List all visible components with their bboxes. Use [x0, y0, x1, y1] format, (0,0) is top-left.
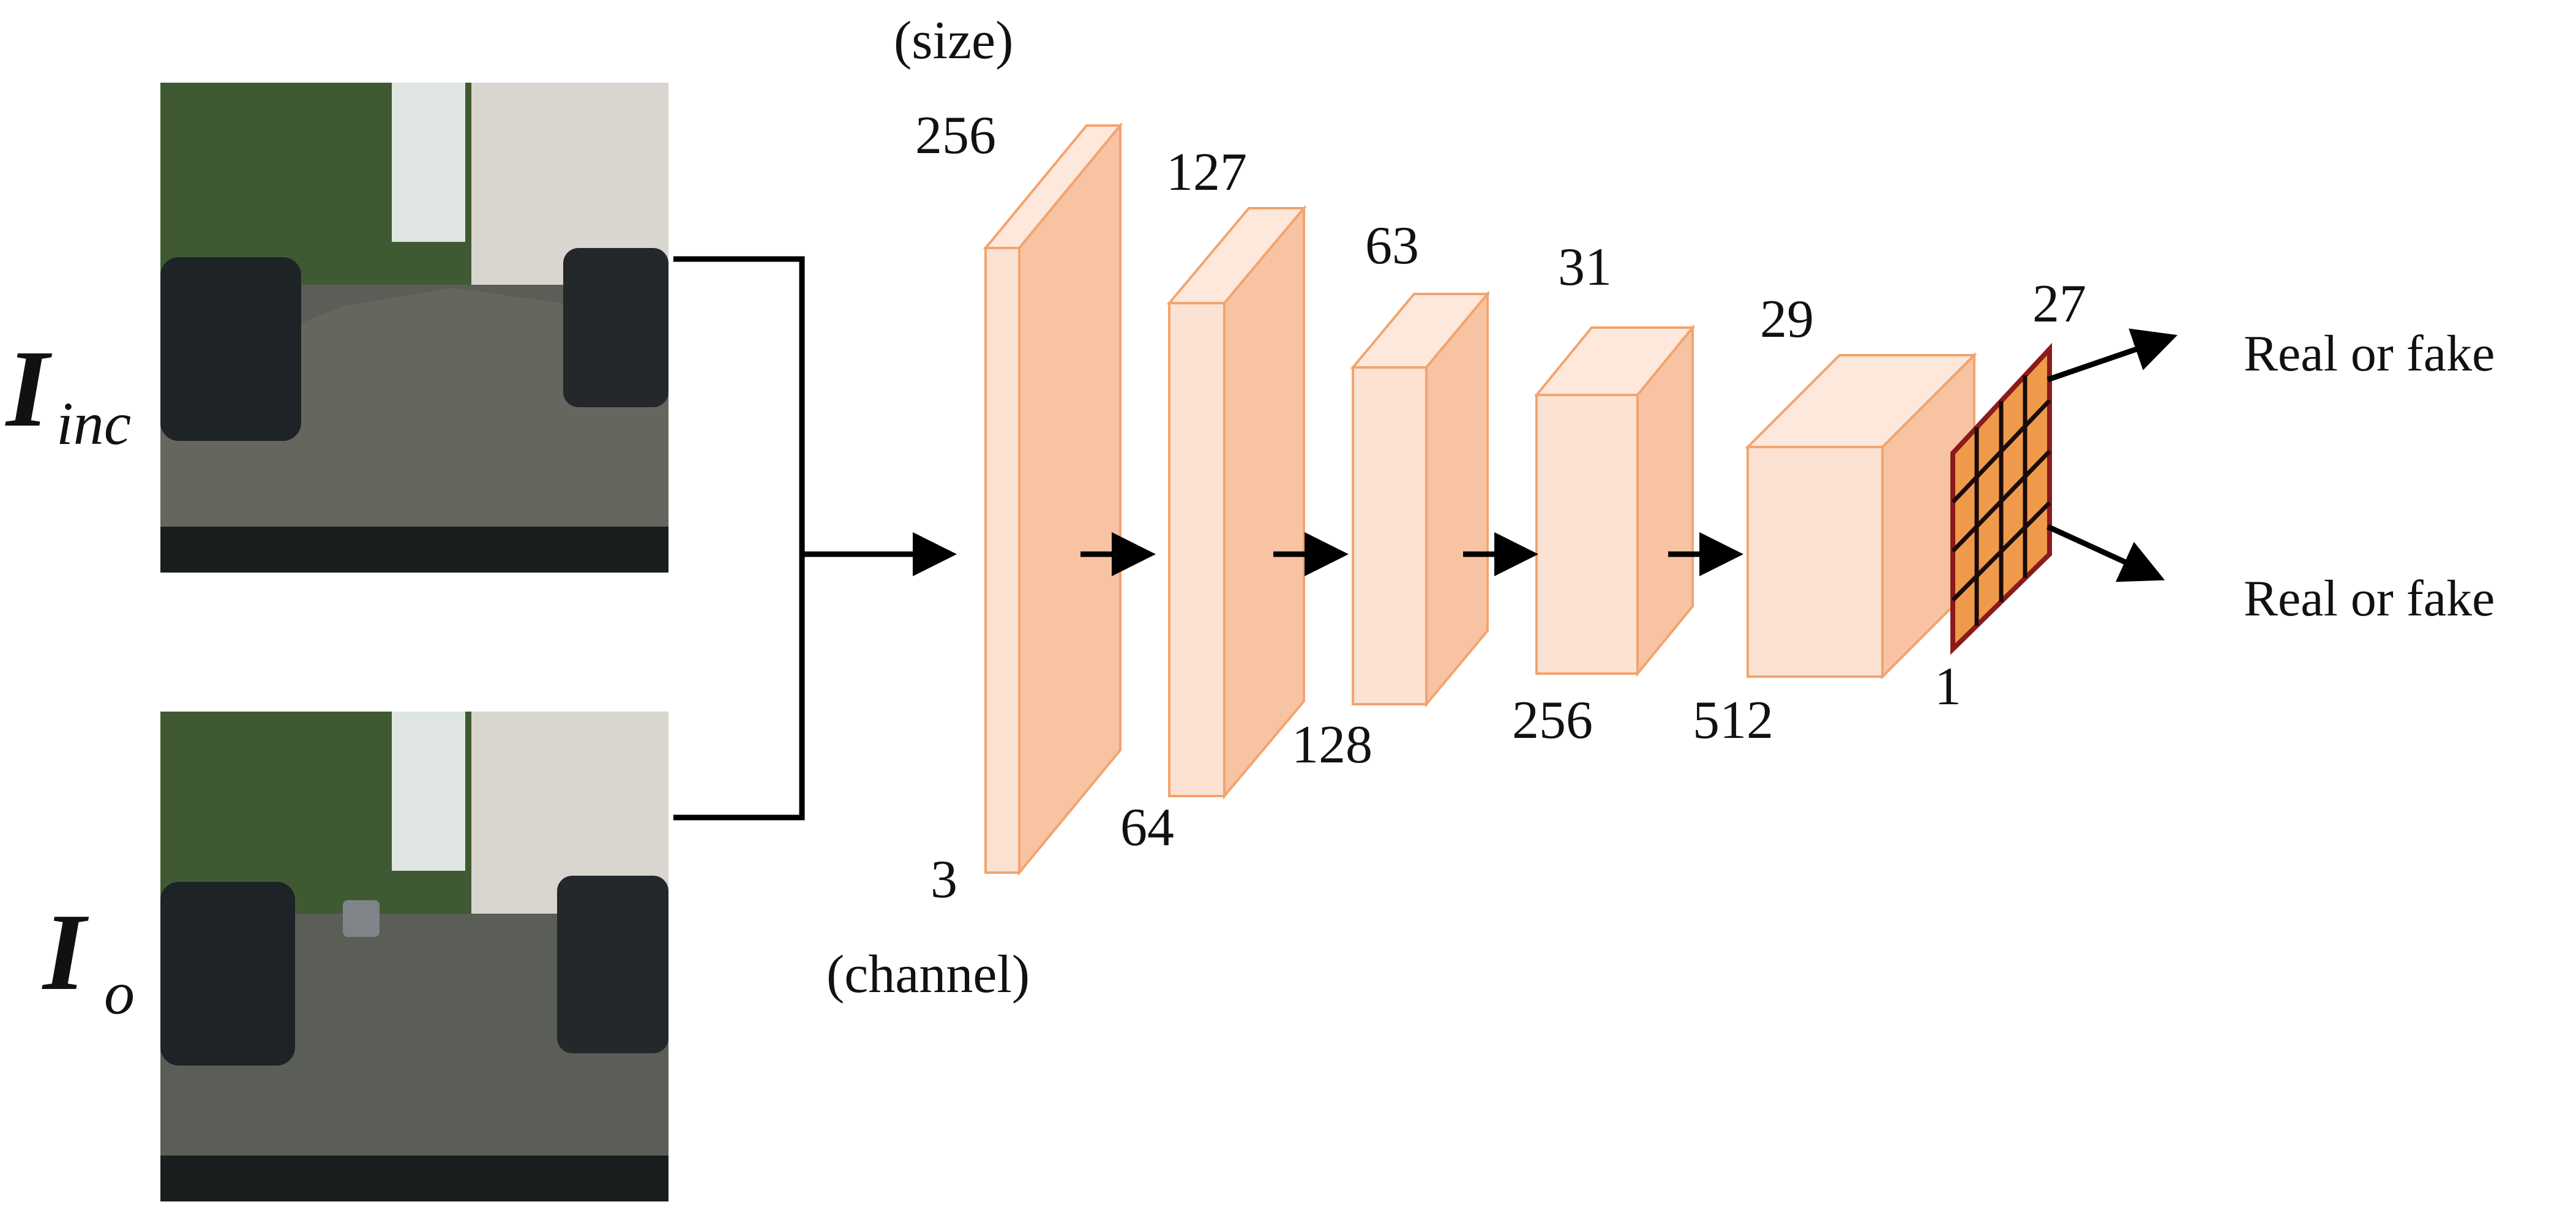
input-label-o: I o [42, 891, 135, 1027]
conv-block-3 [1350, 290, 1491, 708]
output-arrow-top [2046, 328, 2178, 383]
conv-block-front [984, 247, 1020, 874]
layer5-channel: 512 [1693, 691, 1773, 750]
layer4-size: 31 [1558, 238, 1612, 297]
layer1-size: 256 [915, 106, 996, 165]
conv-block-front [1535, 394, 1639, 675]
conv-block-4 [1533, 324, 1696, 677]
output-label-bottom: Real or fake [2244, 570, 2495, 627]
conv-block-front [1168, 302, 1226, 797]
conv-block-side [1223, 205, 1305, 800]
output-arrows [2046, 328, 2178, 582]
input-symbol-o: I [42, 891, 89, 1013]
layer6-size: 27 [2032, 274, 2086, 334]
layer4-channel: 256 [1512, 691, 1593, 750]
conv-block-front [1352, 366, 1428, 705]
layer2-size: 127 [1166, 143, 1247, 202]
concat-connector [673, 256, 957, 821]
patch-output-grid [1950, 342, 2052, 655]
layer2-channel: 64 [1120, 798, 1174, 857]
layer3-channel: 128 [1292, 715, 1372, 775]
conv-block-front [1747, 446, 1884, 678]
output-arrow-bottom [2046, 524, 2165, 582]
channel-annotation: (channel) [826, 945, 1030, 1004]
input-subscript-o: o [104, 959, 135, 1027]
input-image-o [160, 712, 668, 1201]
layer3-size: 63 [1365, 216, 1419, 276]
conv-block-side [1018, 122, 1121, 876]
input-subscript-inc: inc [56, 389, 131, 457]
layer5-size: 29 [1760, 290, 1814, 349]
conv-block-5 [1745, 352, 1977, 680]
size-annotation: (size) [894, 11, 1013, 70]
conv-block-1 [983, 122, 1123, 876]
conv-block-2 [1166, 205, 1307, 800]
conv-blocks [983, 122, 1977, 876]
conv-block-side [1425, 290, 1489, 708]
input-image-inc [160, 83, 668, 573]
input-symbol-inc: I [5, 328, 53, 449]
layer6-channel: 1 [1934, 657, 1961, 716]
input-label-inc: I inc [5, 328, 131, 457]
output-label-top: Real or fake [2244, 325, 2495, 382]
layer1-channel: 3 [930, 850, 957, 909]
